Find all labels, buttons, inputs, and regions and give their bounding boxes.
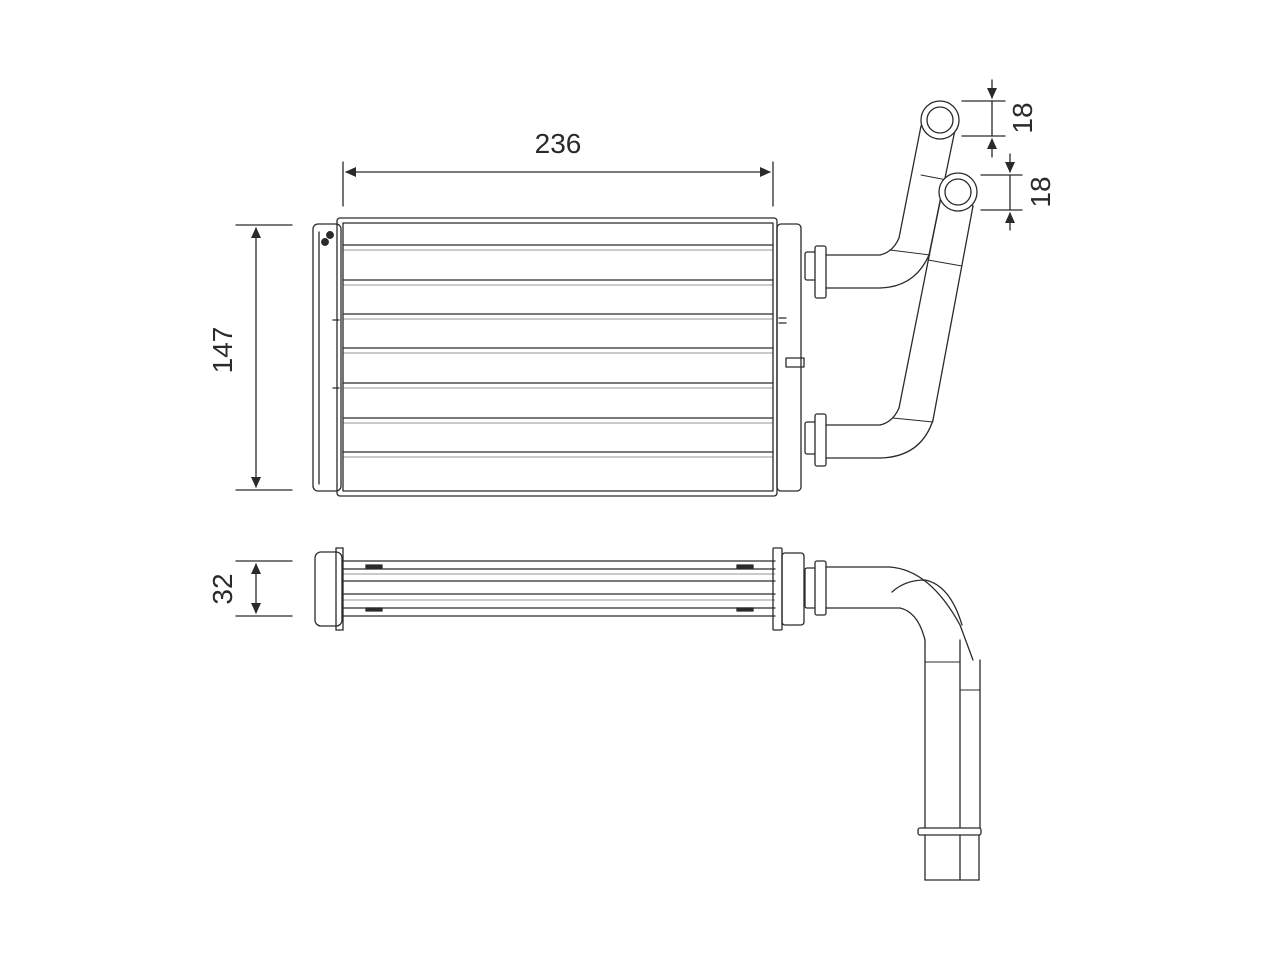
front-left-tank xyxy=(312,223,342,492)
side-view xyxy=(314,547,982,881)
side-left-tank xyxy=(314,547,344,631)
dim-label-height: 147 xyxy=(207,327,238,374)
front-pipe-lower xyxy=(804,172,978,467)
front-core xyxy=(336,217,778,497)
dim-label-depth: 32 xyxy=(207,573,238,604)
side-core xyxy=(342,560,776,617)
side-pipe xyxy=(804,560,982,881)
front-right-tank xyxy=(776,223,805,492)
dim-label-width: 236 xyxy=(535,128,582,159)
dim-label-lower-pipe: 18 xyxy=(1025,176,1056,207)
front-pipe-upper xyxy=(804,100,960,299)
dim-label-upper-pipe: 18 xyxy=(1007,102,1038,133)
front-view xyxy=(312,100,978,497)
side-right-tank xyxy=(772,547,805,631)
dimension-lines xyxy=(235,79,1023,617)
